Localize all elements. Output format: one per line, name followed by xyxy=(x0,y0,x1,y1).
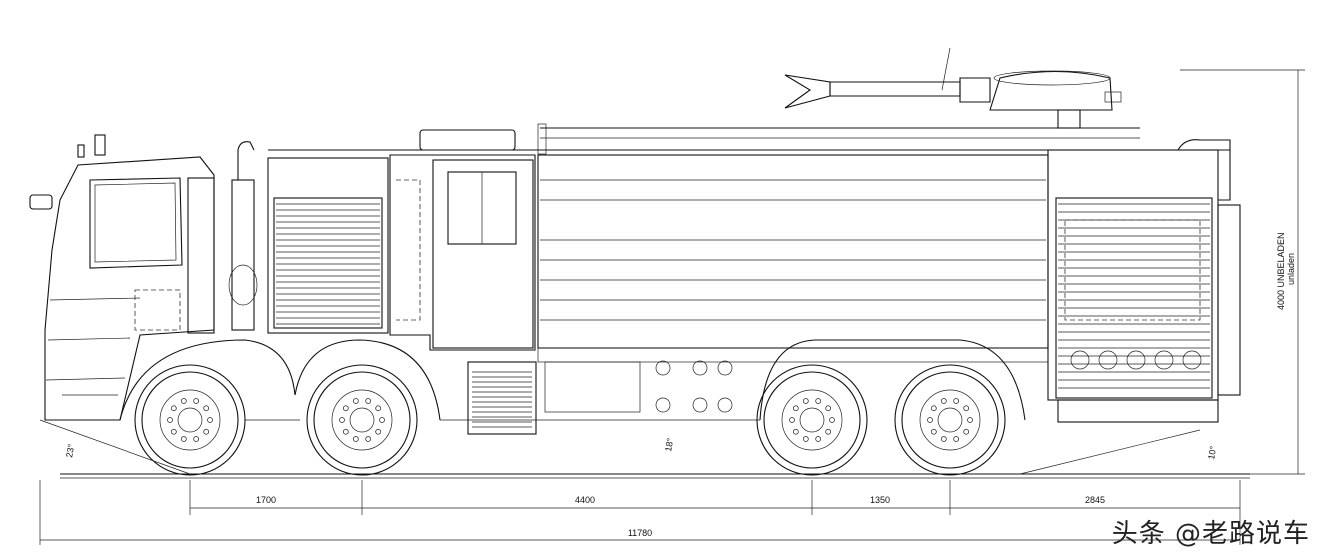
crew-compartment xyxy=(389,129,536,351)
rear-pump-compartment xyxy=(1047,139,1241,423)
departure-angle: 10° xyxy=(1206,445,1218,461)
ramp-angle: 18° xyxy=(663,437,675,453)
dim-wheelbase-1: 1700 xyxy=(256,495,276,505)
dimension-lines xyxy=(39,69,1305,545)
dim-height-line1: 4000 UNBELADEN xyxy=(1276,232,1286,310)
cab xyxy=(29,134,215,421)
wheel xyxy=(894,364,1006,476)
front-locker xyxy=(267,157,389,334)
dim-wheelbase-2: 4400 xyxy=(575,495,595,505)
exhaust-stack xyxy=(228,141,258,331)
approach-angle: 23° xyxy=(64,443,76,459)
side-equipment xyxy=(467,360,733,435)
chassis xyxy=(119,339,1026,421)
wheel xyxy=(756,364,868,476)
dim-wheelbase-3: 1350 xyxy=(870,495,890,505)
roof-turret xyxy=(784,47,1122,129)
watermark: 头条 @老路说车 xyxy=(1111,519,1310,549)
dim-height-line2: unladen xyxy=(1286,253,1296,285)
tank-body xyxy=(537,154,1049,363)
wheel xyxy=(306,364,418,476)
wheel xyxy=(134,364,246,476)
dim-overall-length: 11780 xyxy=(628,528,652,538)
dim-rear-overhang: 2845 xyxy=(1085,495,1105,505)
